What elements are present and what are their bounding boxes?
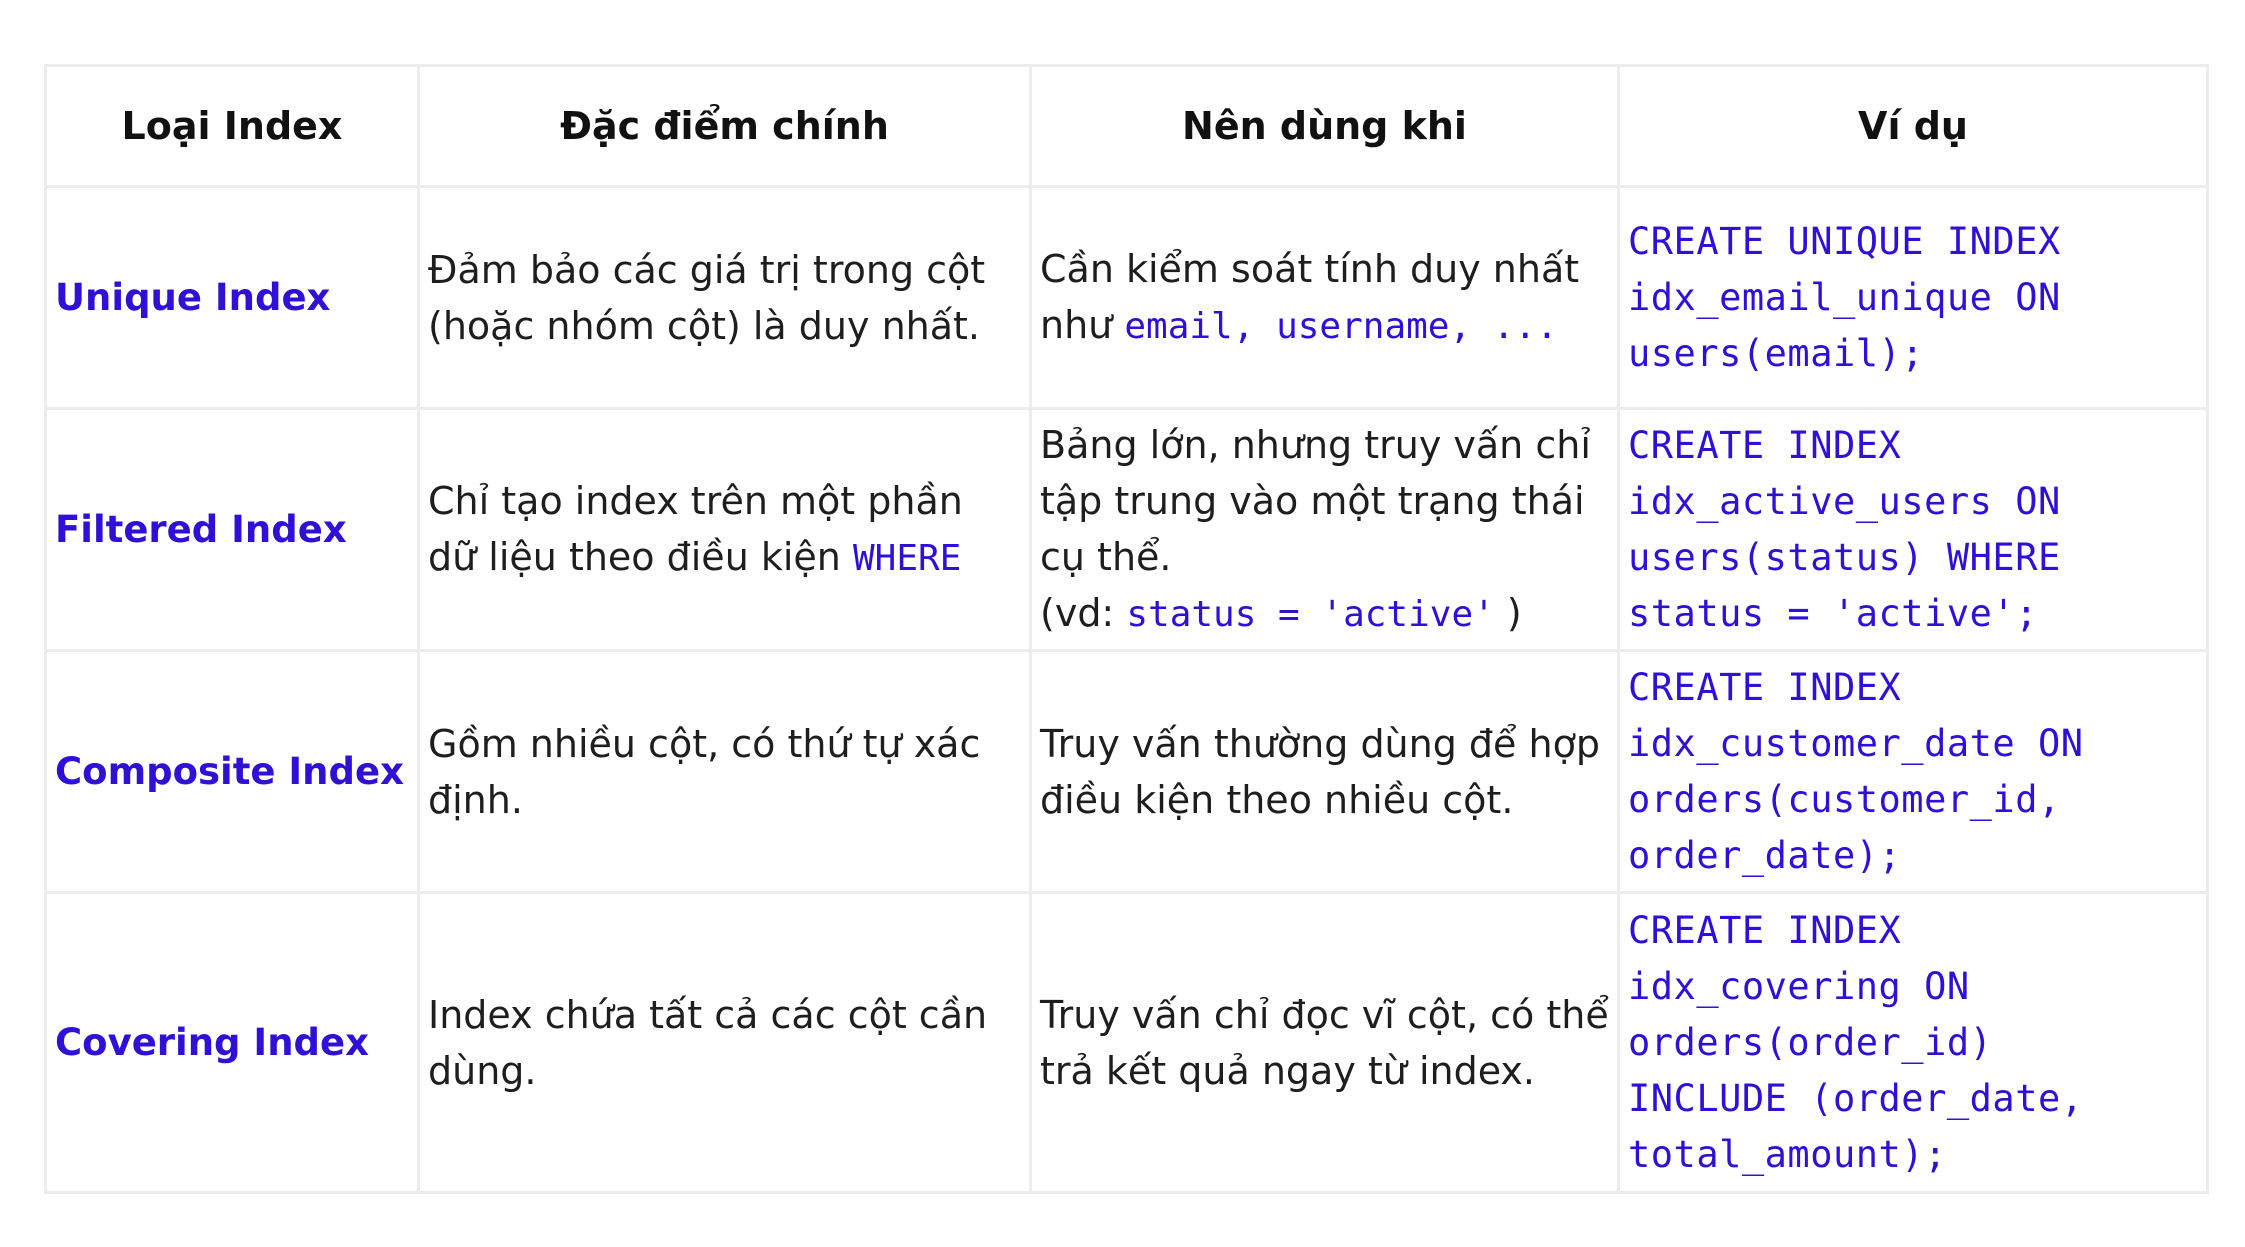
header-type: Loại Index xyxy=(44,64,420,188)
table-row: Unique Index Đảm bảo các giá trị trong c… xyxy=(44,185,2209,410)
when-code: status = 'active' xyxy=(1126,593,1495,635)
when-cell: Truy vấn chỉ đọc vĩ cột, có thể trả kết … xyxy=(1029,891,1620,1194)
header-feature: Đặc điểm chính xyxy=(417,64,1032,188)
example-code-cell: CREATE UNIQUE INDEX idx_email_unique ON … xyxy=(1617,185,2209,410)
feature-cell: Index chứa tất cả các cột cần dùng. xyxy=(417,891,1032,1194)
example-code-cell: CREATE INDEX idx_covering ON orders(orde… xyxy=(1617,891,2209,1194)
index-comparison-table: Loại Index Đặc điểm chính Nên dùng khi V… xyxy=(44,64,2209,1194)
table-header-row: Loại Index Đặc điểm chính Nên dùng khi V… xyxy=(44,64,2209,188)
feature-cell: Đảm bảo các giá trị trong cột (hoặc nhóm… xyxy=(417,185,1032,410)
header-example: Ví dụ xyxy=(1617,64,2209,188)
when-cell: Bảng lớn, nhưng truy vấn chỉ tập trung v… xyxy=(1029,407,1620,652)
index-type-cell: Filtered Index xyxy=(44,407,420,652)
feature-cell: Chỉ tạo index trên một phần dữ liệu theo… xyxy=(417,407,1032,652)
when-text: Bảng lớn, nhưng truy vấn chỉ tập trung v… xyxy=(1040,422,1591,579)
when-paren-close: ) xyxy=(1506,590,1522,635)
feature-code: WHERE xyxy=(852,537,962,579)
header-when: Nên dùng khi xyxy=(1029,64,1620,188)
index-type-cell: Composite Index xyxy=(44,649,420,894)
when-code: email, username, ... xyxy=(1124,305,1558,347)
example-code-cell: CREATE INDEX idx_customer_date ON orders… xyxy=(1617,649,2209,894)
example-code-cell: CREATE INDEX idx_active_users ON users(s… xyxy=(1617,407,2209,652)
feature-text: Chỉ tạo index trên một phần dữ liệu theo… xyxy=(428,478,963,579)
index-type-cell: Unique Index xyxy=(44,185,420,410)
table-row: Covering Index Index chứa tất cả các cột… xyxy=(44,891,2209,1194)
when-cell: Truy vấn thường dùng để hợp điều kiện th… xyxy=(1029,649,1620,894)
index-type-cell: Covering Index xyxy=(44,891,420,1194)
when-text: Cần kiểm soát tính duy nhất như xyxy=(1040,246,1580,347)
feature-cell: Gồm nhiều cột, có thứ tự xác định. xyxy=(417,649,1032,894)
table-row: Filtered Index Chỉ tạo index trên một ph… xyxy=(44,407,2209,652)
when-cell: Cần kiểm soát tính duy nhất như email, u… xyxy=(1029,185,1620,410)
when-paren-open: (vd: xyxy=(1040,590,1115,635)
table-row: Composite Index Gồm nhiều cột, có thứ tự… xyxy=(44,649,2209,894)
